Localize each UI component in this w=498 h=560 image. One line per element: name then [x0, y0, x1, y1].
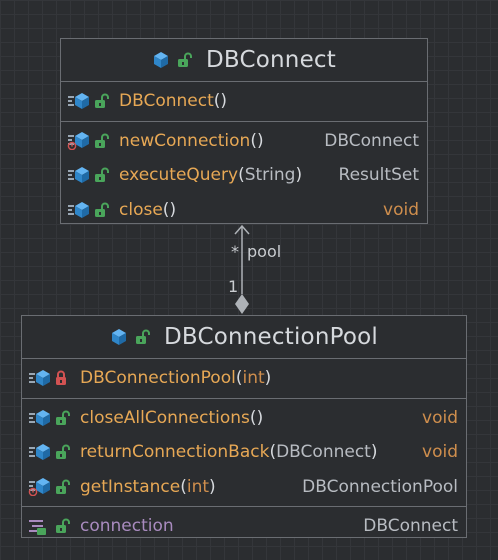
- method-name: close: [119, 199, 163, 220]
- param-type: DBConnect: [276, 442, 371, 463]
- field-type: DBConnect: [363, 516, 458, 537]
- aggregation-diamond: [235, 294, 249, 314]
- class-header: DBConnectionPool: [22, 316, 466, 359]
- method-row[interactable]: close() void: [61, 193, 427, 228]
- public-lock-icon: [177, 52, 192, 68]
- method-name: returnConnectionBack: [80, 442, 270, 463]
- param-type: int: [242, 368, 265, 389]
- return-type: DBConnectionPool: [302, 476, 458, 497]
- method-name: executeQuery: [119, 165, 239, 186]
- method-name: newConnection: [119, 130, 251, 151]
- fields-section: connection DBConnect: [22, 507, 466, 546]
- constructors-section: DBConnect(): [61, 82, 427, 122]
- class-header: DBConnect: [61, 39, 427, 82]
- method-name: getInstance: [80, 476, 181, 497]
- constructor-row[interactable]: DBConnectionPool(int): [22, 361, 466, 396]
- class-box-dbconnect[interactable]: DBConnect DBConnect() newConnection() DB…: [60, 38, 428, 224]
- public-lock-icon: [134, 329, 150, 345]
- class-title: DBConnect: [206, 47, 336, 73]
- constructors-section: DBConnectionPool(int): [22, 359, 466, 399]
- field-name: connection: [80, 516, 174, 537]
- public-lock-icon: [55, 518, 70, 535]
- static-field-icon: [29, 519, 46, 535]
- public-lock-icon: [94, 167, 109, 184]
- method-row[interactable]: closeAllConnections() void: [22, 401, 466, 436]
- class-title: DBConnectionPool: [163, 324, 378, 350]
- return-type: void: [422, 442, 458, 463]
- public-lock-icon: [55, 479, 70, 495]
- return-type: ResultSet: [338, 165, 419, 186]
- param-type: String: [244, 165, 296, 186]
- method-row[interactable]: returnConnectionBack(DBConnect) void: [22, 435, 466, 470]
- public-lock-icon: [94, 202, 109, 218]
- method-icon: [68, 201, 89, 218]
- public-lock-icon: [94, 93, 109, 110]
- return-type: void: [422, 407, 458, 428]
- static-method-icon: [28, 477, 52, 496]
- methods-section: newConnection() DBConnect executeQuery(S…: [61, 122, 427, 230]
- method-row[interactable]: getInstance(int) DBConnectionPool: [22, 470, 466, 505]
- method-icon: [68, 167, 89, 184]
- constructor-row[interactable]: DBConnect(): [61, 84, 427, 119]
- methods-section: closeAllConnections() void returnConnect…: [22, 399, 466, 507]
- constructor-name: DBConnect: [119, 91, 214, 112]
- navigability-arrow: [234, 224, 250, 235]
- method-name: closeAllConnections: [80, 407, 250, 428]
- method-row[interactable]: executeQuery(String) ResultSet: [61, 158, 427, 193]
- field-row[interactable]: connection DBConnect: [22, 509, 466, 544]
- source-multiplicity: 1: [228, 277, 239, 296]
- method-row[interactable]: newConnection() DBConnect: [61, 124, 427, 159]
- target-multiplicity: *: [231, 242, 239, 261]
- return-type: DBConnect: [324, 130, 419, 151]
- public-lock-icon: [55, 410, 70, 426]
- param-type: int: [186, 476, 210, 497]
- return-type: void: [383, 199, 419, 220]
- association-role: pool: [247, 242, 282, 261]
- static-method-icon: [67, 131, 91, 150]
- private-lock-icon: [55, 370, 67, 387]
- method-icon: [68, 93, 89, 110]
- method-icon: [29, 370, 50, 387]
- method-icon: [29, 444, 50, 461]
- public-lock-icon: [94, 133, 109, 149]
- class-icon: [154, 52, 168, 68]
- method-icon: [29, 409, 50, 426]
- public-lock-icon: [55, 444, 70, 461]
- constructor-name: DBConnectionPool: [80, 368, 236, 389]
- class-box-dbconnectionpool[interactable]: DBConnectionPool DBConnectionPool(int) c…: [21, 315, 467, 538]
- class-icon: [111, 329, 126, 345]
